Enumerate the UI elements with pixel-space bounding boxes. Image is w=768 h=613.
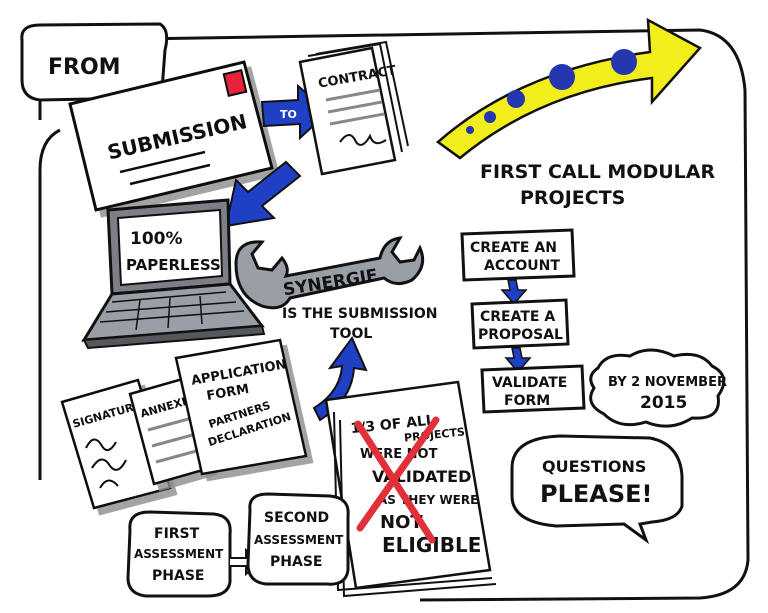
first-assessment-phase: FIRST ASSESSMENT PHASE (126, 510, 232, 598)
dot-4 (549, 64, 575, 90)
step-validate-form: VALIDATE FORM (480, 364, 586, 414)
step-arrow-1 (500, 279, 528, 306)
submission-envelope: SUBMISSION (68, 60, 274, 212)
dot-3 (507, 90, 525, 108)
deadline-line1: BY 2 NOVEMBER (608, 375, 727, 390)
deadline-bubble: BY 2 NOVEMBER 2015 (589, 348, 727, 428)
step-3-line1: VALIDATE (492, 375, 567, 391)
step-3-line2: FORM (504, 393, 550, 409)
questions-bubble: QUESTIONS PLEASE! (510, 434, 684, 545)
questions-line2: PLEASE! (540, 480, 652, 508)
from-label: FROM (48, 55, 121, 80)
dot-1 (466, 126, 474, 134)
call-arrow (436, 17, 702, 160)
application-line2: FORM (205, 382, 250, 404)
questions-line1: QUESTIONS (542, 457, 646, 476)
phase-2-line1: SECOND (264, 510, 329, 526)
phase-1-line3: PHASE (152, 568, 204, 584)
contract-document: CONTRACT (298, 40, 409, 176)
stamp-icon (222, 69, 248, 97)
warning-document: 1/3 OF ALL PROJECTS WERE NOT VALIDATED A… (324, 380, 497, 598)
step-1-line2: ACCOUNT (484, 258, 560, 274)
step-create-proposal: CREATE A PROPOSAL (470, 298, 570, 350)
blue-arrow-to-laptop (224, 160, 302, 228)
laptop-icon: 100% PAPERLESS (81, 198, 266, 350)
signature-scribble (339, 133, 387, 146)
deadline-line2: 2015 (640, 393, 687, 413)
application-form-document: APPLICATION FORM PARTNERS DECLARATION (174, 338, 308, 476)
red-cross-icon (354, 416, 440, 544)
warning-line5: AS THEY WERE (378, 493, 478, 507)
wrench-icon: SYNERGIE (234, 236, 425, 310)
to-label: TO (280, 108, 297, 121)
warning-line6: NOT (380, 512, 423, 533)
call-title-line2: PROJECTS (520, 187, 625, 209)
dot-2 (484, 111, 496, 123)
call-title-line1: FIRST CALL MODULAR (480, 161, 715, 183)
second-assessment-phase: SECOND ASSESSMENT PHASE (246, 492, 350, 586)
phase-2-line2: ASSESSMENT (254, 533, 344, 547)
laptop-line1: 100% (130, 229, 183, 249)
step-2-line2: PROPOSAL (478, 327, 563, 343)
step-2-line1: CREATE A (480, 309, 555, 325)
left-frame (38, 128, 61, 480)
phase-1-line2: ASSESSMENT (134, 547, 224, 561)
dot-5 (611, 49, 637, 75)
tool-caption-line2: TOOL (330, 326, 372, 342)
laptop-line2: PAPERLESS (126, 256, 221, 274)
phase-2-line3: PHASE (270, 554, 322, 570)
step-create-account: CREATE AN ACCOUNT (460, 228, 576, 282)
step-arrow-2 (504, 347, 532, 374)
step-1-line1: CREATE AN (470, 240, 557, 256)
phase-1-line1: FIRST (154, 526, 200, 542)
from-box: FROM (20, 22, 169, 102)
tool-caption-line1: IS THE SUBMISSION (282, 306, 438, 322)
